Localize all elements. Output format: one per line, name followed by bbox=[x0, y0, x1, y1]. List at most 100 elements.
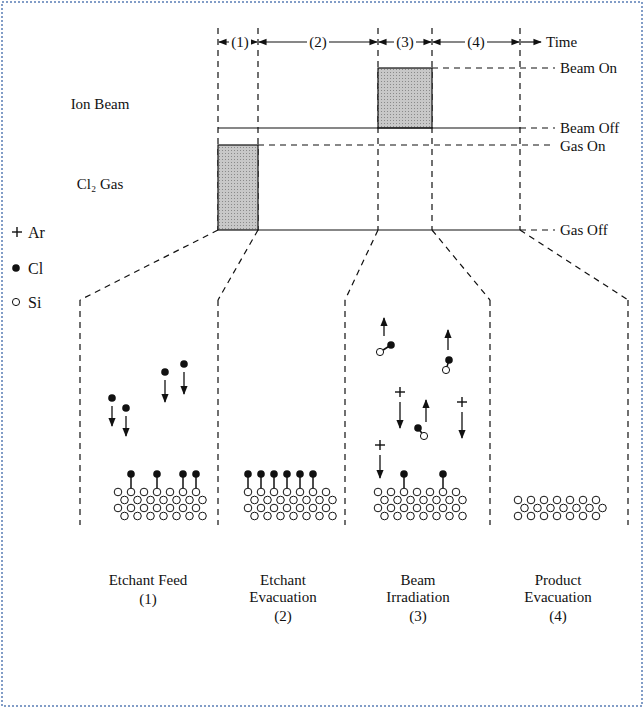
si-atom bbox=[309, 488, 317, 496]
si-atom bbox=[173, 512, 181, 520]
si-atom bbox=[442, 366, 449, 373]
si-atom bbox=[186, 512, 194, 520]
si-atom bbox=[381, 496, 389, 504]
motion-arrow bbox=[447, 330, 448, 350]
ar-ion bbox=[16, 227, 17, 237]
si-atom bbox=[121, 512, 129, 520]
cl-atom bbox=[153, 470, 161, 478]
si-atom bbox=[290, 512, 298, 520]
si-atom bbox=[140, 504, 148, 512]
si-atom bbox=[134, 496, 142, 504]
si-atom bbox=[540, 496, 548, 504]
si-atom bbox=[420, 512, 428, 520]
si-atom bbox=[296, 504, 304, 512]
si-atom bbox=[173, 496, 181, 504]
si-atom bbox=[140, 488, 148, 496]
si-atom bbox=[452, 488, 460, 496]
si-atom bbox=[426, 504, 434, 512]
cl-atom bbox=[108, 394, 116, 402]
panel-divider bbox=[217, 300, 218, 525]
si-atom bbox=[322, 488, 330, 496]
si-atom bbox=[12, 298, 19, 305]
si-atom bbox=[439, 504, 447, 512]
si-atom bbox=[147, 512, 155, 520]
beam-baseline bbox=[218, 127, 520, 128]
si-atom bbox=[192, 504, 200, 512]
cl-atom bbox=[122, 404, 130, 412]
si-atom bbox=[514, 496, 522, 504]
si-atom bbox=[322, 504, 330, 512]
si-atom bbox=[251, 496, 259, 504]
si-atom bbox=[134, 512, 142, 520]
si-atom bbox=[394, 496, 402, 504]
step-number: (3) bbox=[409, 608, 427, 625]
si-atom bbox=[381, 512, 389, 520]
motion-arrow bbox=[461, 412, 462, 438]
gas-baseline bbox=[258, 229, 520, 230]
cl-atom bbox=[12, 264, 20, 272]
si-atom bbox=[147, 496, 155, 504]
cl-atom bbox=[180, 360, 188, 368]
cl-atom bbox=[161, 368, 169, 376]
si-atom bbox=[374, 504, 382, 512]
cl-atom bbox=[192, 470, 200, 478]
si-atom bbox=[160, 512, 168, 520]
time-arrow bbox=[521, 41, 541, 42]
zoom-line bbox=[345, 230, 378, 300]
si-atom bbox=[394, 512, 402, 520]
si-atom bbox=[257, 504, 265, 512]
step-name: Product Evacuation bbox=[518, 572, 598, 606]
phase-number: (4) bbox=[465, 34, 487, 51]
si-atom bbox=[540, 512, 548, 520]
level-label: Beam On bbox=[560, 60, 617, 77]
si-atom bbox=[376, 348, 383, 355]
si-atom bbox=[121, 496, 129, 504]
cl-atom bbox=[257, 470, 265, 478]
si-atom bbox=[579, 512, 587, 520]
motion-arrow bbox=[399, 402, 400, 428]
si-atom bbox=[199, 496, 207, 504]
si-atom bbox=[316, 496, 324, 504]
level-line bbox=[520, 229, 555, 230]
legend-text: Si bbox=[28, 294, 41, 311]
surface-illustration bbox=[12, 227, 628, 525]
si-atom bbox=[459, 512, 467, 520]
si-atom bbox=[547, 504, 555, 512]
si-atom bbox=[277, 496, 285, 504]
si-atom bbox=[127, 488, 135, 496]
si-atom bbox=[433, 496, 441, 504]
phase-number: (2) bbox=[307, 34, 329, 51]
si-atom bbox=[514, 512, 522, 520]
cl-atom bbox=[296, 470, 304, 478]
si-atom bbox=[446, 512, 454, 520]
legend-text: Cl bbox=[28, 260, 43, 277]
si-atom bbox=[283, 504, 291, 512]
legend-text: Ar bbox=[28, 224, 45, 241]
signal-name: Cl₂ Gas bbox=[77, 176, 123, 193]
si-atom bbox=[303, 496, 311, 504]
si-atom bbox=[114, 504, 122, 512]
si-atom bbox=[264, 512, 272, 520]
level-line bbox=[258, 144, 555, 145]
level-label: Gas On bbox=[560, 138, 605, 155]
si-atom bbox=[400, 504, 408, 512]
si-atom bbox=[296, 488, 304, 496]
si-atom bbox=[316, 512, 324, 520]
si-atom bbox=[303, 512, 311, 520]
si-atom bbox=[257, 488, 265, 496]
si-atom bbox=[459, 496, 467, 504]
si-atom bbox=[329, 496, 337, 504]
cl-atom bbox=[414, 424, 422, 432]
si-atom bbox=[290, 496, 298, 504]
cl-atom bbox=[179, 470, 187, 478]
step-number: (1) bbox=[139, 591, 157, 608]
si-atom bbox=[270, 504, 278, 512]
si-atom bbox=[586, 504, 594, 512]
si-atom bbox=[270, 488, 278, 496]
si-atom bbox=[400, 488, 408, 496]
step-name: Beam Irradiation bbox=[378, 572, 458, 606]
si-atom bbox=[387, 504, 395, 512]
timing-chart bbox=[218, 28, 555, 230]
panel-divider bbox=[489, 300, 490, 525]
